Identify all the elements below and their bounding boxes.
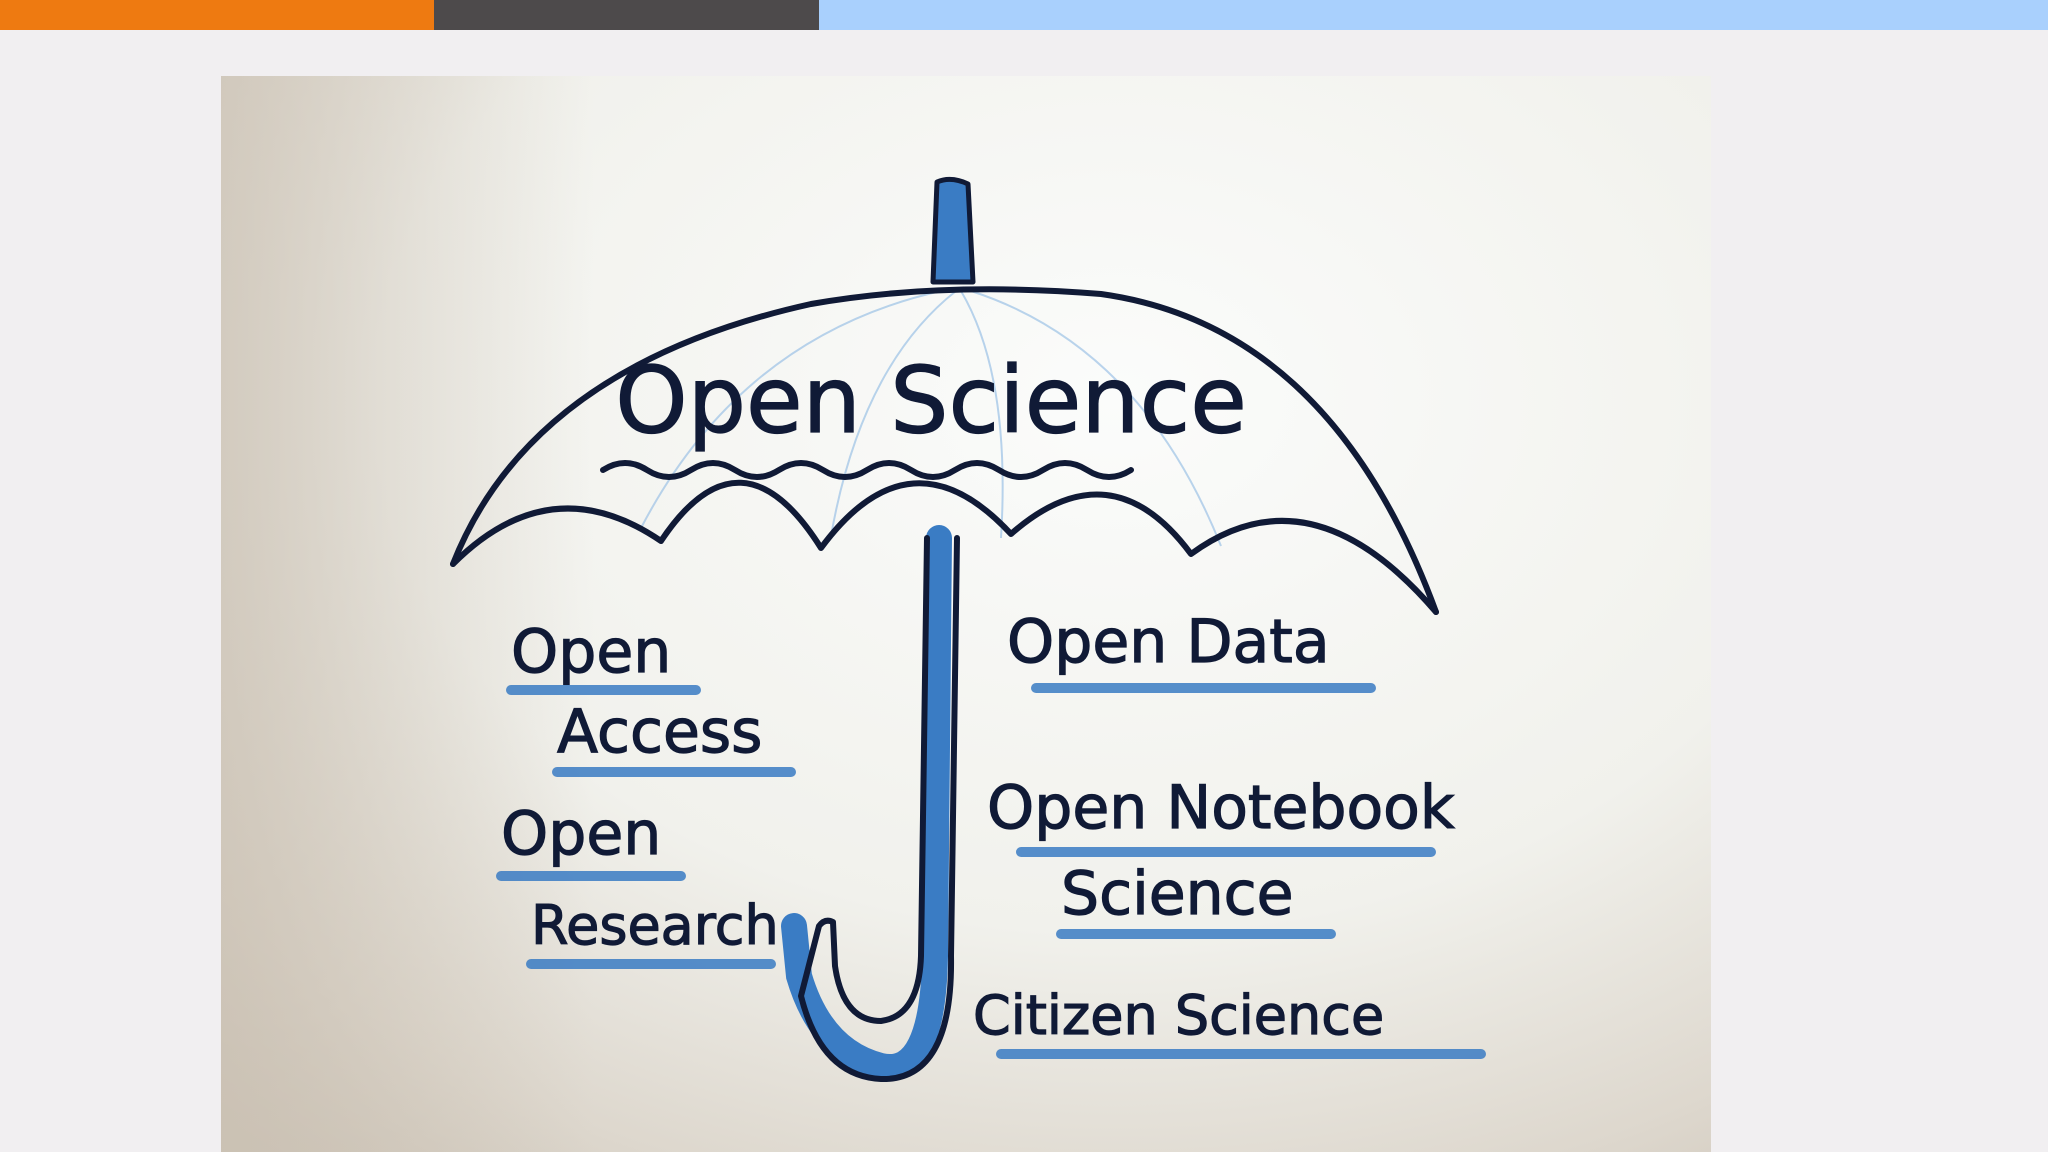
top-bar-segment-blue: [819, 0, 2048, 30]
umbrella-canopy-scallops: [450, 479, 1439, 615]
right-item-line1: Open Data: [1007, 607, 1330, 677]
left-item-open-research: Open Research: [496, 798, 779, 969]
left-item-line1: Open: [511, 617, 671, 687]
top-bar-segment-orange: [0, 0, 434, 30]
title-wavy-underline: [600, 460, 1134, 480]
umbrella-shaft-outline: [798, 535, 960, 1083]
umbrella-shaft-fill: [781, 525, 952, 1081]
right-item-citizen-science: Citizen Science: [972, 983, 1486, 1059]
right-item-open-data: Open Data: [1006, 606, 1376, 693]
top-color-bar: [0, 0, 2048, 30]
umbrella-tip: [930, 176, 976, 285]
right-item-open-notebook-science: Open Notebook Science: [986, 772, 1455, 939]
right-item-line1: Citizen Science: [973, 984, 1384, 1047]
right-item-line1: Open Notebook: [987, 773, 1455, 843]
left-item-line2: Research: [531, 894, 779, 957]
right-item-line2: Science: [1061, 859, 1294, 929]
open-science-umbrella-photo: Open Science Open Access Open Research O…: [221, 76, 1711, 1152]
umbrella-drawing: Open Science Open Access Open Research O…: [221, 76, 1711, 1152]
left-item-open-access: Open Access: [506, 616, 796, 777]
umbrella-canopy-top: [450, 286, 1439, 615]
left-item-line1: Open: [501, 799, 661, 869]
umbrella-title: Open Science: [615, 347, 1247, 454]
top-bar-segment-dark: [434, 0, 819, 30]
left-item-line2: Access: [557, 697, 762, 767]
